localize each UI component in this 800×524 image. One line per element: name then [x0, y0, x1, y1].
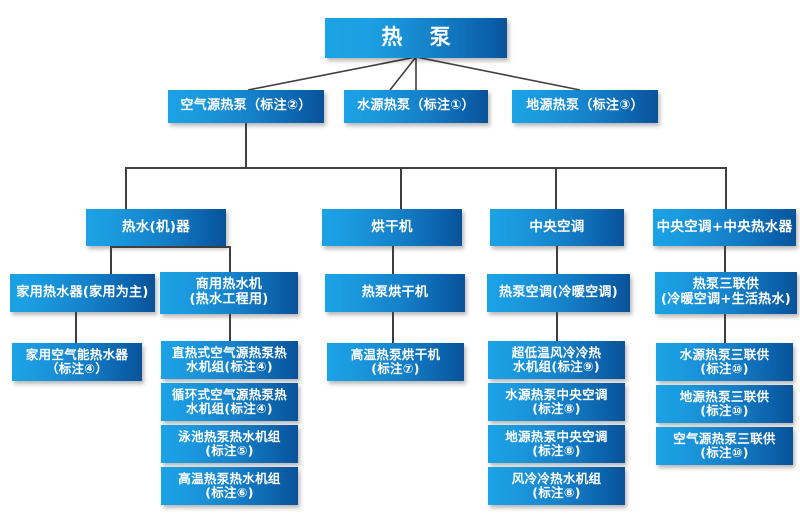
line-trigen-to-leaves [724, 314, 726, 343]
node-central-ac-plus-water-heater[interactable]: 中央空调+中央热水器 [653, 209, 796, 246]
line-dryer-to-heatpump-dryer [392, 246, 394, 274]
node-water-source-heat-pump[interactable]: 水源热泵（标注①） [344, 90, 488, 123]
line-root-to-ground-source [415, 56, 581, 91]
node-leaf-pool-heat-pump-unit[interactable]: 泳池热泵热水机组 (标注⑤) [161, 425, 298, 463]
node-leaf-high-temp-heat-pump-unit[interactable]: 高温热泵热水机组 (标注⑥) [161, 467, 298, 505]
node-root-heat-pump[interactable]: 热 泵 [325, 18, 507, 58]
line-hpac-to-leaves [556, 312, 558, 343]
line-bus-to-central-ac [555, 167, 557, 209]
node-leaf-direct-heating-air-source-unit[interactable]: 直热式空气源热泵热 水机组(标注④) [161, 341, 298, 379]
node-leaf-air-source-tri-generation[interactable]: 空气源热泵三联供 (标注⑩) [656, 427, 793, 465]
node-dryer[interactable]: 烘干机 [322, 209, 462, 246]
node-leaf-water-source-tri-generation[interactable]: 水源热泵三联供 (标注⑩) [656, 343, 793, 381]
node-home-water-heater[interactable]: 家用热水器(家用为主) [10, 274, 155, 312]
node-leaf-circulating-air-source-unit[interactable]: 循环式空气源热泵热 水机组(标注④) [161, 383, 298, 421]
node-heat-pump-air-conditioner[interactable]: 热泵空调(冷暖空调) [487, 274, 630, 312]
line-home-to-leaf [75, 312, 77, 343]
node-central-air-conditioner[interactable]: 中央空调 [490, 209, 624, 246]
line-bus-to-tri-gen [725, 167, 727, 209]
node-leaf-ground-source-tri-generation[interactable]: 地源热泵三联供 (标注⑩) [656, 385, 793, 423]
node-leaf-ultra-low-temp-air-cooled-unit[interactable]: 超低温风冷冷热 水机组(标注⑨) [488, 341, 625, 379]
line-bus-to-hot-water [125, 167, 127, 209]
node-hot-water-unit[interactable]: 热水(机)器 [86, 209, 226, 246]
line-combo-to-trigen [724, 246, 726, 274]
line-centralac-to-heatpump-ac [556, 246, 558, 274]
node-leaf-high-temp-heat-pump-dryer[interactable]: 高温热泵烘干机 (标注⑦) [327, 343, 464, 381]
node-leaf-ground-source-central-ac[interactable]: 地源热泵中央空调 (标注⑧) [488, 425, 625, 463]
node-leaf-home-air-energy-water-heater[interactable]: 家用空气能热水器 （标注④） [12, 343, 142, 381]
line-dryer4-to-leaf [392, 312, 394, 343]
line-hotwater-to-commercial [229, 246, 231, 274]
line-air-source-drop [245, 123, 247, 168]
line-hotwater-to-home [110, 246, 112, 274]
bus-hotwater-children [110, 246, 230, 248]
node-air-source-heat-pump[interactable]: 空气源热泵（标注②） [168, 90, 324, 123]
node-commercial-water-heater[interactable]: 商用热水机 (热水工程用) [160, 272, 298, 314]
line-root-left-branch [247, 56, 417, 91]
node-ground-source-heat-pump[interactable]: 地源热泵（标注③） [512, 90, 658, 123]
node-leaf-air-cooled-chiller-heater-unit[interactable]: 风冷冷热水机组 (标注⑧) [488, 467, 625, 505]
node-leaf-water-source-central-ac[interactable]: 水源热泵中央空调 (标注⑧) [488, 383, 625, 421]
line-root-to-air-source [389, 56, 417, 91]
line-commercial-to-leaves [229, 314, 231, 341]
node-tri-generation[interactable]: 热泵三联供 (冷暖空调+生活热水) [655, 272, 797, 314]
bus-level3 [125, 167, 725, 169]
line-bus-to-dryer [400, 167, 402, 209]
node-heat-pump-dryer[interactable]: 热泵烘干机 [325, 274, 465, 312]
